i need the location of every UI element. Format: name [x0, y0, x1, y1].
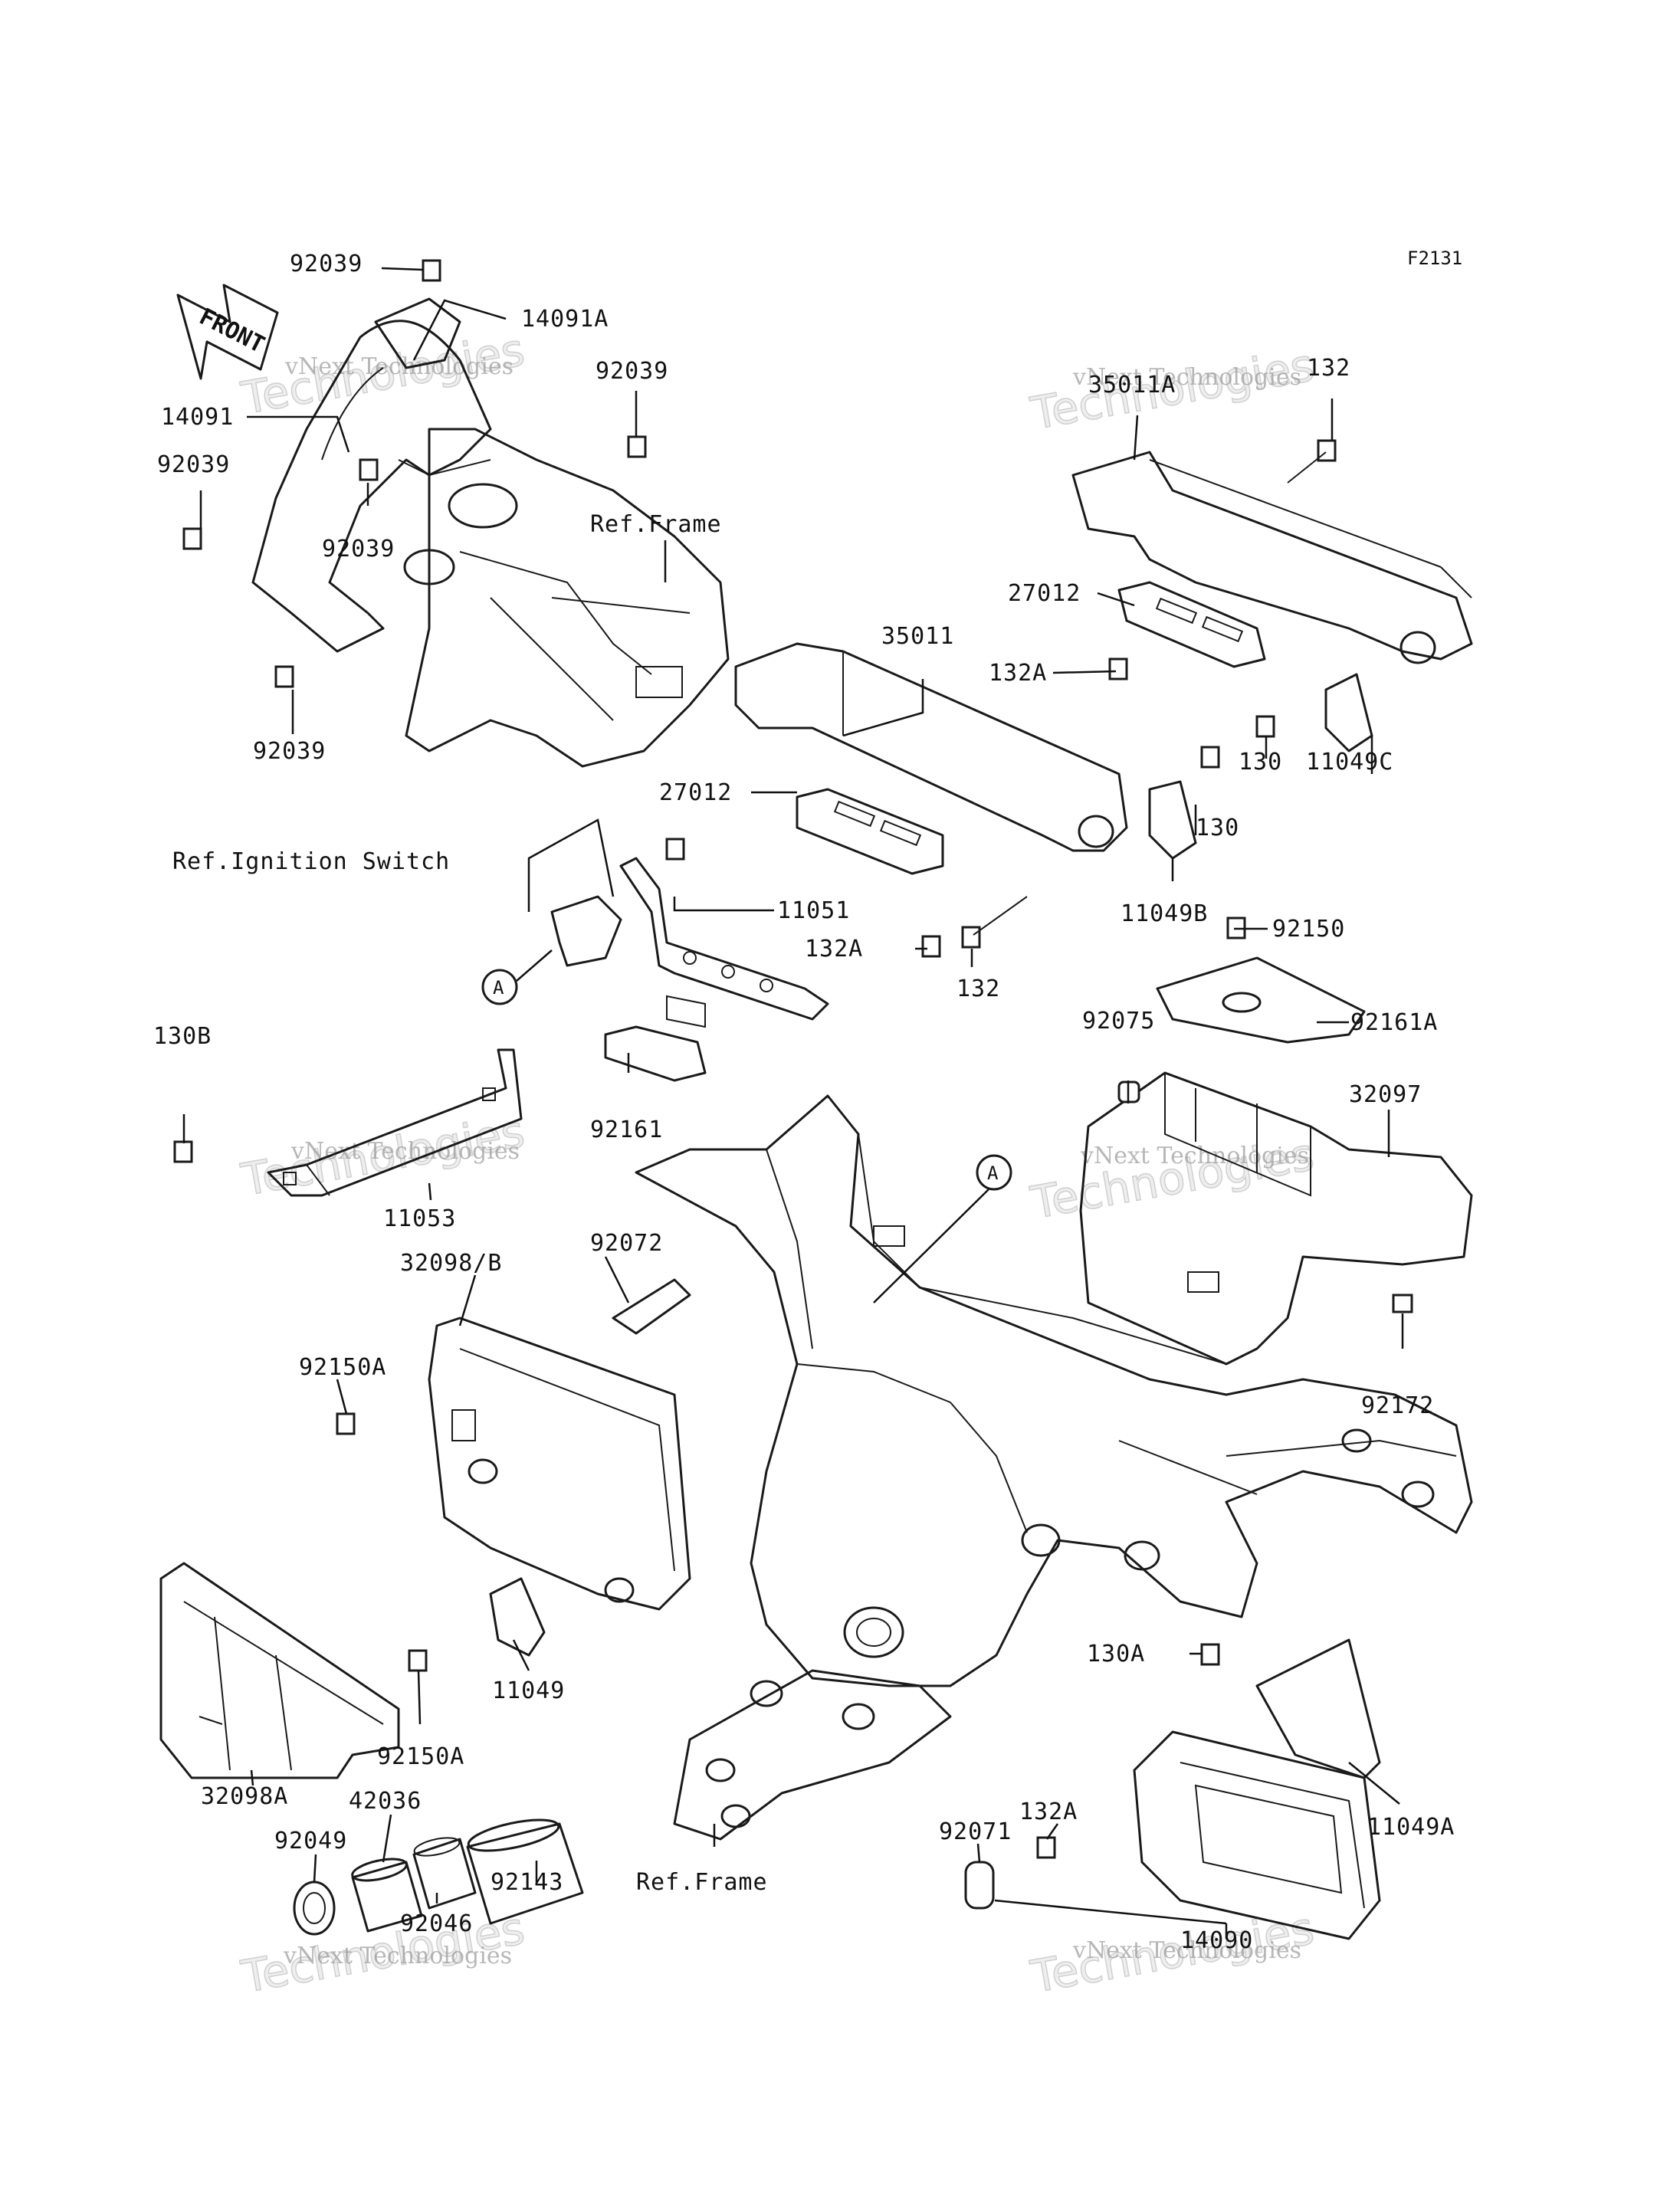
label-92039-mid: 92039 [322, 536, 395, 562]
label-32097: 32097 [1349, 1081, 1422, 1108]
frame-neck [405, 428, 730, 768]
part-32098a-cover [159, 1562, 400, 1779]
part-92143-sleeve [466, 1822, 584, 1925]
svg-text:vNext Technologies: vNext Technologies [290, 1138, 520, 1165]
label-92039-bottom: 92039 [253, 738, 326, 765]
part-92072-clip [612, 1278, 691, 1335]
label-42036: 42036 [349, 1788, 422, 1815]
part-27012-plate-upper [1117, 581, 1266, 668]
leader-lines [182, 267, 1404, 1939]
part-11053-bracket [267, 1048, 523, 1197]
part-14091-cover [251, 320, 492, 653]
label-11049b: 11049B [1121, 900, 1208, 927]
part-11049b-bracket [1148, 780, 1197, 860]
label-ref-ignition-switch: Ref.Ignition Switch [172, 848, 450, 875]
label-92161: 92161 [590, 1117, 663, 1143]
label-92046: 92046 [400, 1910, 473, 1937]
label-35011: 35011 [881, 623, 954, 650]
label-92075: 92075 [1082, 1008, 1155, 1035]
label-132a-bottom: 132A [1019, 1799, 1078, 1825]
svg-text:vNext Technologies: vNext Technologies [1072, 1937, 1301, 1964]
part-92046-bearing [412, 1838, 477, 1910]
part-92161a-plate [1156, 956, 1366, 1044]
label-92039-left: 92039 [157, 451, 230, 478]
label-92039-top: 92039 [290, 251, 363, 277]
label-132-top: 132 [1307, 355, 1350, 382]
label-92039-right: 92039 [596, 358, 668, 385]
label-92172: 92172 [1361, 1392, 1434, 1419]
label-32098b: 32098/B [400, 1250, 502, 1277]
part-92071-grommet [964, 1861, 995, 1910]
label-132a-lower: 132A [805, 936, 863, 962]
label-11049: 11049 [492, 1677, 565, 1704]
part-11049c-bracket [1324, 673, 1373, 753]
label-11051: 11051 [777, 897, 850, 924]
label-ref-frame-top: Ref.Frame [590, 511, 722, 538]
label-130b: 130B [153, 1023, 212, 1050]
label-35011a: 35011A [1088, 372, 1176, 398]
label-92150a-upper: 92150A [299, 1354, 386, 1381]
frame-main [635, 1094, 1473, 1687]
label-11049c: 11049C [1306, 749, 1393, 776]
front-arrow-icon: FRONT [176, 284, 279, 380]
svg-text:vNext Technologies: vNext Technologies [283, 1943, 512, 1969]
part-32098b-side-cover [428, 1317, 691, 1611]
label-27012-upper: 27012 [1008, 580, 1081, 607]
part-35011-chain-cover [734, 642, 1128, 852]
callout-a-left: A [481, 969, 518, 1005]
part-42036-bearing [351, 1861, 423, 1933]
part-27012-plate-lower [796, 788, 944, 875]
label-130-mid: 130 [1196, 815, 1239, 841]
label-92049: 92049 [274, 1828, 347, 1854]
part-32097-battery-case [1079, 1071, 1473, 1366]
label-27012-lower: 27012 [659, 779, 732, 806]
label-92072: 92072 [590, 1230, 663, 1257]
part-ignition-switch-bracket [550, 895, 622, 967]
callout-a-right: A [976, 1154, 1012, 1191]
watermark-mid-left: Technologies vNext Technologies [237, 1104, 529, 1206]
label-92071: 92071 [939, 1818, 1012, 1845]
label-14090: 14090 [1180, 1927, 1253, 1954]
bolts [173, 259, 1413, 1859]
label-132a-upper: 132A [989, 660, 1047, 687]
label-92143: 92143 [491, 1869, 563, 1896]
label-ref-frame-bottom: Ref.Frame [636, 1869, 768, 1896]
diagram-code: F2131 [1407, 248, 1462, 269]
svg-text:vNext Technologies: vNext Technologies [1072, 364, 1301, 391]
label-92150: 92150 [1272, 916, 1345, 943]
svg-text:A: A [493, 977, 504, 998]
part-14090-bracket [1133, 1730, 1381, 1940]
label-14091a: 14091A [521, 306, 609, 333]
label-32098a: 32098A [201, 1783, 288, 1810]
part-11049a-bracket [1255, 1638, 1381, 1779]
label-132-lower: 132 [956, 976, 1000, 1002]
label-92150a-lower: 92150A [377, 1743, 464, 1770]
watermark-bottom-left: Technologies vNext Technologies [237, 1901, 529, 2003]
part-14091a-bracket [374, 297, 461, 369]
label-14091: 14091 [161, 404, 234, 431]
label-130-right: 130 [1239, 749, 1282, 776]
part-11051-bracket [619, 857, 829, 1021]
watermark-mid-right: Technologies vNext Technologies [1026, 1127, 1318, 1229]
part-92161-bracket [604, 1025, 707, 1082]
label-11053: 11053 [383, 1205, 456, 1232]
part-92049-seal [293, 1881, 336, 1936]
label-92161a: 92161A [1350, 1009, 1438, 1036]
svg-text:A: A [987, 1162, 999, 1184]
part-11049-bracket [489, 1577, 546, 1657]
label-130a: 130A [1087, 1641, 1145, 1667]
label-11049a: 11049A [1367, 1814, 1455, 1841]
watermark-top-left: Technologies vNext Technologies [237, 323, 529, 425]
frame-swing-arm [673, 1669, 952, 1841]
